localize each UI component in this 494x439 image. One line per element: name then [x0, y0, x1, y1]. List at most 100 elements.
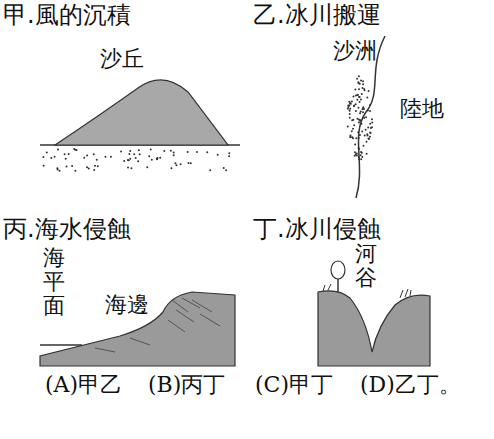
sand-dot — [173, 151, 175, 153]
sand-dot — [359, 96, 361, 98]
sand-dot — [59, 170, 61, 172]
sand-dot — [362, 80, 364, 82]
sand-dot — [127, 159, 129, 161]
sand-dot — [228, 155, 230, 157]
sand-dot — [362, 83, 364, 85]
panel-title: 丙.海水侵蝕 — [3, 216, 131, 244]
hatch — [192, 300, 212, 312]
sand-dot — [356, 78, 358, 80]
sand-dot — [354, 151, 356, 153]
sand-dot — [369, 110, 371, 112]
sand-dot — [362, 108, 364, 110]
sand-dot — [349, 117, 351, 119]
sand-dot — [187, 162, 189, 164]
sand-dot — [353, 105, 355, 107]
sand-dot — [358, 88, 360, 90]
sand-dot — [360, 110, 362, 112]
sand-dot — [156, 158, 158, 160]
sand-dot — [361, 93, 363, 95]
sand-dot — [351, 136, 353, 138]
sand-dot — [349, 135, 351, 137]
sand-dot — [128, 153, 130, 155]
sand-dot — [360, 154, 362, 156]
sand-dot — [357, 107, 359, 109]
sand-dot — [138, 149, 140, 151]
ground-layer — [40, 145, 240, 173]
sand-dot — [357, 94, 359, 96]
sand-dot — [129, 158, 131, 160]
sand-dot — [366, 141, 368, 143]
sand-dot — [356, 152, 358, 154]
valley-shape — [318, 291, 430, 366]
feature-label: 海平面 — [43, 246, 65, 319]
sand-dot — [347, 108, 349, 110]
sand-dot — [223, 167, 225, 169]
sand-dot — [360, 98, 362, 100]
sand-dot — [358, 96, 360, 98]
sand-dot — [364, 89, 366, 91]
hatch — [200, 314, 220, 326]
sand-dot — [354, 155, 356, 157]
sand-dot — [368, 138, 370, 140]
sand-dot — [349, 110, 351, 112]
sand-dot — [358, 158, 360, 160]
feature-label: 海邊 — [105, 292, 149, 317]
sand-dot — [363, 117, 365, 119]
sand-dot — [110, 156, 112, 158]
sand-dot — [367, 110, 369, 112]
sand-dot — [127, 166, 129, 168]
sand-dot — [354, 144, 356, 146]
sand-dot — [369, 136, 371, 138]
sand-dot — [353, 124, 355, 126]
sand-dot — [351, 101, 353, 103]
sand-dot — [148, 155, 150, 157]
sand-dot — [65, 158, 67, 160]
sand-dot — [351, 130, 353, 132]
sand-dot — [73, 148, 75, 150]
sand-dot — [367, 137, 369, 139]
cliff-shape — [40, 292, 235, 366]
sand-dot — [358, 75, 360, 77]
sand-dot — [360, 158, 362, 160]
sand-dot — [355, 137, 357, 139]
sand-dot — [360, 79, 362, 81]
sand-dot — [359, 112, 361, 114]
sand-dot — [97, 165, 99, 167]
sand-dot — [369, 131, 371, 133]
feature-label: 沙丘 — [100, 46, 144, 71]
sand-dot — [137, 160, 139, 162]
sand-dot — [71, 165, 73, 167]
sand-dot — [352, 137, 354, 139]
sand-dot — [174, 162, 176, 164]
sand-dot — [355, 94, 357, 96]
sand-dot — [225, 169, 227, 171]
sand-dot — [361, 152, 363, 154]
sand-dot — [350, 103, 352, 105]
sand-dot — [206, 151, 208, 153]
sand-dot — [349, 108, 351, 110]
sand-dot — [356, 154, 358, 156]
sand-dot — [170, 167, 172, 169]
tree-crown — [331, 261, 345, 279]
sand-dot — [156, 158, 158, 160]
sand-dot — [180, 163, 182, 165]
dune-shape — [55, 80, 228, 145]
sand-dot — [362, 111, 364, 113]
sand-dot — [358, 121, 360, 123]
sand-dot — [366, 133, 368, 135]
sand-dot — [363, 145, 365, 147]
sand-dot — [66, 165, 68, 167]
sand-dot — [86, 155, 88, 157]
sand-dot — [129, 150, 131, 152]
sand-dot — [357, 131, 359, 133]
sand-dot — [209, 169, 211, 171]
sand-dot — [371, 118, 373, 120]
sand-dot — [163, 150, 165, 152]
panel-title: 丁.冰川侵蝕 — [253, 216, 381, 244]
answer-option: (A)甲乙 — [45, 372, 122, 397]
sand-dot — [120, 150, 122, 152]
sand-dot — [150, 149, 152, 151]
sand-dot — [360, 151, 362, 153]
sand-dot — [42, 156, 44, 158]
